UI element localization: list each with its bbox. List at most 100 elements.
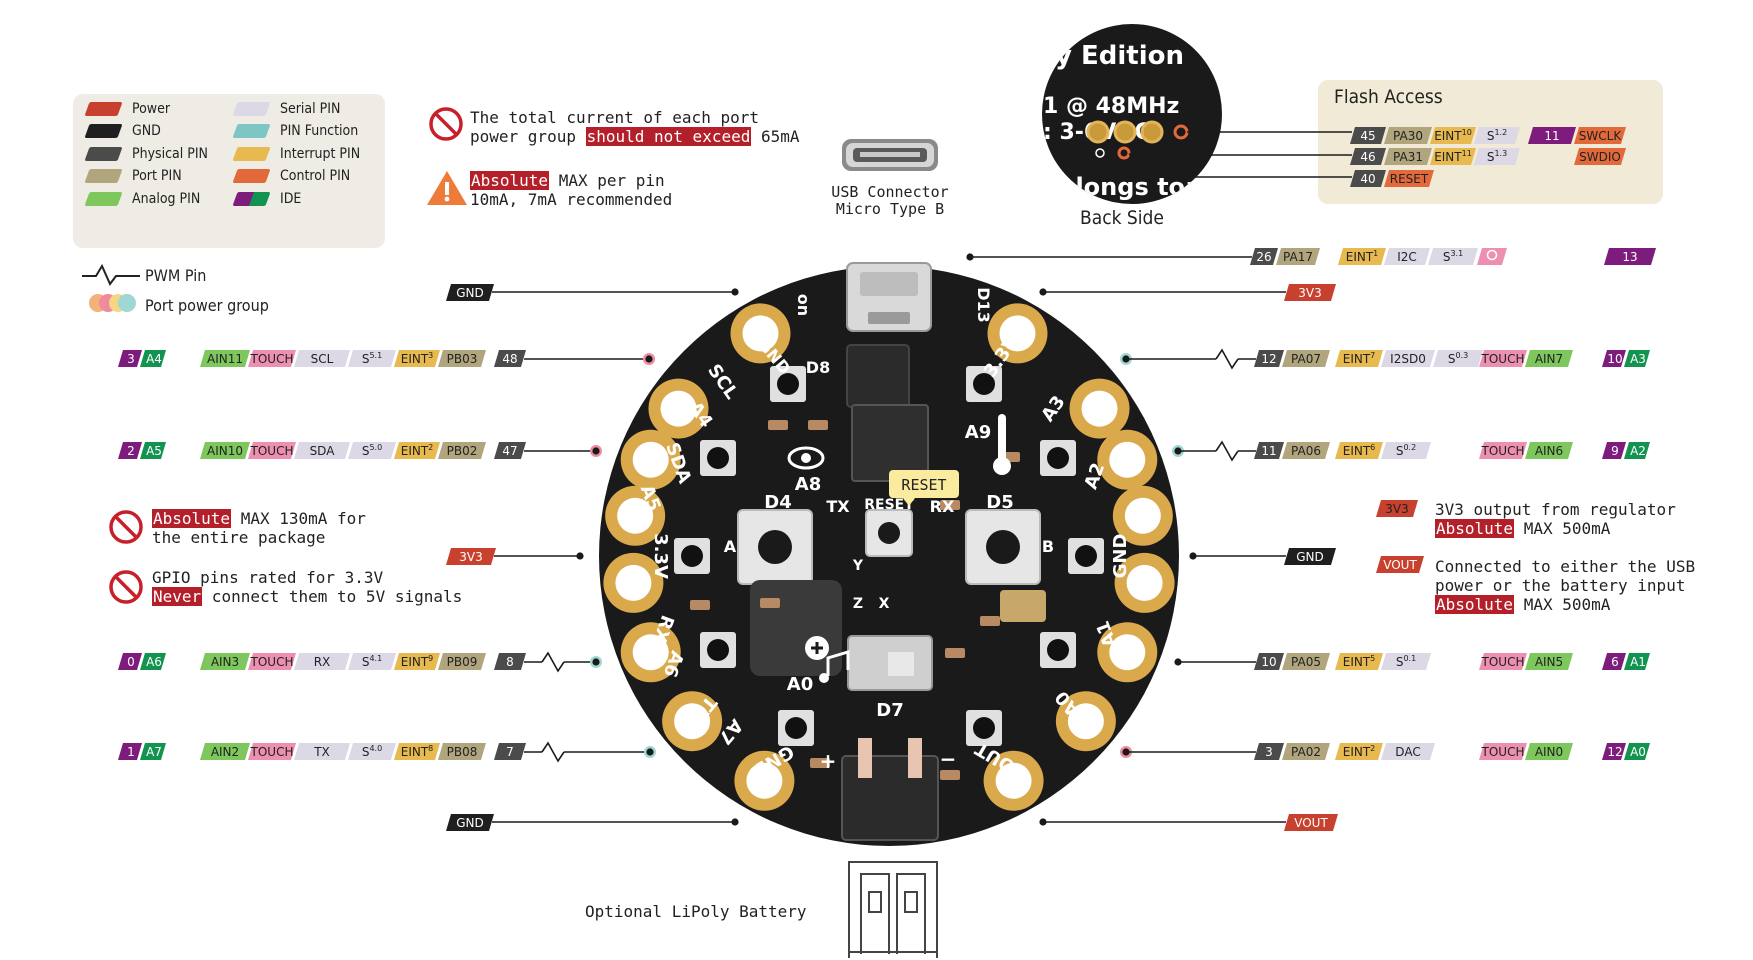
eint-pin: EINT7 xyxy=(1335,350,1383,367)
tag-shape xyxy=(294,653,350,670)
silk-d4: D4 xyxy=(764,492,791,513)
tag-shape xyxy=(1528,127,1576,144)
tag-text: PB08 xyxy=(447,745,478,759)
legend-item-serial-pin: Serial PIN xyxy=(232,100,340,118)
port-pin: PB02 xyxy=(438,442,486,459)
ide-number: 1 xyxy=(127,745,135,759)
eint-pin: EINT2 xyxy=(1335,743,1383,760)
wire-end xyxy=(592,447,600,455)
tag-shape xyxy=(438,350,486,367)
tag-text-main: 13 xyxy=(1622,250,1637,264)
eint-pin: EINT6 xyxy=(1335,442,1383,459)
pin-number: 10 xyxy=(1254,653,1284,670)
tag-text: TOUCH xyxy=(1481,444,1525,458)
ide-number-shape xyxy=(1602,743,1626,760)
note-text: MAX 130mA for xyxy=(231,509,366,528)
tag-text: 46 xyxy=(1360,150,1375,164)
silk-minus: − xyxy=(940,747,957,771)
pwm-symbol-icon xyxy=(82,263,140,286)
tag-text: PA02 xyxy=(1291,745,1321,759)
tag-text: EINT10 xyxy=(1434,128,1472,143)
tag-text-main: SCL xyxy=(311,352,334,366)
tag-shape xyxy=(200,743,250,760)
tag-shape xyxy=(348,442,396,459)
wire-end xyxy=(576,552,584,560)
tag-shape xyxy=(1574,127,1626,144)
tag-text: TOUCH xyxy=(250,444,294,458)
tag-shape xyxy=(1474,148,1520,165)
serial-pin: S0.3 xyxy=(1433,350,1483,367)
note-highlight: Absolute xyxy=(152,509,232,528)
tag-shape xyxy=(200,653,250,670)
analog-pin: AIN11 xyxy=(200,350,250,367)
battery-connector-icon xyxy=(848,861,938,958)
ide-analog-shape xyxy=(140,350,166,367)
function-pin: SDA xyxy=(294,442,350,459)
tag-text-main: 26 xyxy=(1256,250,1271,264)
tag-text-main: VOUT xyxy=(1383,558,1417,572)
flash-wire xyxy=(1129,153,1352,156)
ide-analog: A7 xyxy=(146,745,162,759)
tag-shape xyxy=(394,653,440,670)
eint-pin: EINT3 xyxy=(394,350,440,367)
neopixel-lens xyxy=(1075,545,1097,567)
pin-number: 11 xyxy=(1254,442,1284,459)
gpio-note: GPIO pins rated for 3.3V Never connect t… xyxy=(152,568,462,606)
reset-callout-label: RESET xyxy=(901,476,946,494)
note-tag: 3V3 xyxy=(1376,500,1418,517)
tag-shape xyxy=(438,653,486,670)
tag-text-main: PB08 xyxy=(447,745,478,759)
analog-pin: AIN5 xyxy=(1525,653,1573,670)
tag-text-main: EINT xyxy=(401,444,429,458)
tag-shape xyxy=(248,350,296,367)
pad-hole xyxy=(1124,497,1161,534)
tag-text-main: TOUCH xyxy=(250,745,294,759)
neopixel-lens xyxy=(1047,639,1069,661)
led-tag-shape xyxy=(1477,248,1507,265)
smd-component xyxy=(945,648,965,658)
tag-text: AIN7 xyxy=(1535,352,1563,366)
tag-text-main: 11 xyxy=(1544,129,1559,143)
usb-caption-line1: USB Connector xyxy=(831,183,949,201)
gnd-tag: GND xyxy=(446,284,494,301)
silk-reset: RESET xyxy=(864,497,914,513)
package-line2: the entire package xyxy=(152,528,326,547)
tag-text-main: I2SD0 xyxy=(1390,352,1426,366)
tag-shape xyxy=(1350,148,1386,165)
ide-analog: A2 xyxy=(1630,444,1646,458)
tag-text: 3 xyxy=(1265,745,1273,759)
pad-hole xyxy=(742,315,779,352)
tag-text: TOUCH xyxy=(250,655,294,669)
pad-hole xyxy=(746,762,783,799)
tag-text: 3V3 xyxy=(459,550,482,564)
tag-text-main: S xyxy=(1396,655,1404,669)
tag-shape xyxy=(1276,248,1320,265)
smd-component xyxy=(980,616,1000,626)
tag-text-main: PA31 xyxy=(1393,150,1423,164)
music-note-head xyxy=(819,673,829,683)
serial-pin: S4.1 xyxy=(348,653,396,670)
tag-shape xyxy=(1381,653,1431,670)
silk-btn_b: B xyxy=(1042,537,1054,556)
neopixel-lens xyxy=(707,639,729,661)
tag-shape xyxy=(494,653,526,670)
tag-text: EINT8 xyxy=(401,744,434,759)
analog-pin: AIN7 xyxy=(1525,350,1573,367)
ide-analog-shape xyxy=(1624,653,1650,670)
usb-caption-line2: Micro Type B xyxy=(835,200,945,218)
tag-text: PA30 xyxy=(1393,129,1423,143)
tag-text: PA05 xyxy=(1291,655,1321,669)
ide-analog: A1 xyxy=(1630,655,1646,669)
tag-text: S0.1 xyxy=(1396,654,1416,669)
silk-btn_a: A xyxy=(724,537,737,556)
pin-number: 48 xyxy=(494,350,526,367)
ide-number-shape xyxy=(1602,350,1626,367)
tag-text-main: DAC xyxy=(1395,745,1420,759)
wire-end xyxy=(1039,818,1047,826)
serial-pin: S0.1 xyxy=(1381,653,1431,670)
silk-plus: + xyxy=(820,749,837,773)
tag-shape xyxy=(1335,350,1383,367)
legend-item-analog-pin: Analog PIN xyxy=(84,190,200,208)
tag-text-main: TOUCH xyxy=(1481,745,1525,759)
